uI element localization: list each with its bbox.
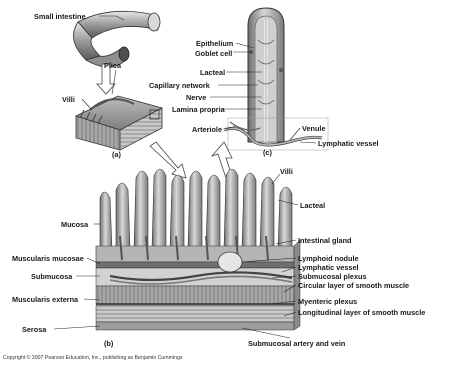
copyright-text: Copyright © 2007 Pearson Education, Inc.… — [3, 355, 182, 361]
label-muscularis-externa: Muscularis externa — [12, 295, 78, 304]
label-muscularis-mucosae: Muscularis mucosae — [12, 254, 84, 263]
label-lamina-propria: Lamina propria — [172, 105, 225, 114]
label-arteriole: Arteriole — [192, 125, 222, 134]
intestinal-wall-block — [96, 169, 300, 330]
label-nerve: Nerve — [186, 93, 206, 102]
label-longitudinal-layer: Longitudinal layer of smooth muscle — [298, 308, 425, 317]
plica-wedge-illustration — [76, 96, 162, 150]
label-submucosal-plexus: Submucosal plexus — [298, 272, 367, 281]
small-intestine-illustration — [74, 11, 161, 67]
label-intestinal-gland: Intestinal gland — [298, 236, 352, 245]
label-capillary-network: Capillary network — [149, 81, 210, 90]
label-circular-layer: Circular layer of smooth muscle — [298, 281, 409, 290]
label-mucosa: Mucosa — [61, 220, 88, 229]
label-panel-a: (a) — [112, 150, 121, 159]
label-venule: Venule — [302, 124, 326, 133]
label-lacteal-c: Lacteal — [200, 68, 225, 77]
label-villi-a: Villi — [62, 95, 75, 104]
villi-row — [100, 169, 292, 250]
label-lacteal-b: Lacteal — [300, 201, 325, 210]
label-lymphoid-nodule: Lymphoid nodule — [298, 254, 359, 263]
label-submucosa: Submucosa — [31, 272, 72, 281]
label-epithelium: Epithelium — [196, 39, 233, 48]
label-goblet-cell: Goblet cell — [195, 49, 232, 58]
label-villi-b: Villi — [280, 167, 293, 176]
label-serosa: Serosa — [22, 325, 46, 334]
label-myenteric-plexus: Myenteric plexus — [298, 297, 357, 306]
label-small-intestine: Small intestine — [34, 12, 86, 21]
lymphoid-nodule-shape — [218, 252, 242, 272]
label-submucosal-artery-vein: Submucosal artery and vein — [248, 339, 345, 348]
label-lymphatic-vessel-c: Lymphatic vessel — [318, 139, 379, 148]
label-panel-c: (c) — [263, 148, 272, 157]
label-plica: Plica — [104, 61, 121, 70]
label-lymphatic-vessel-b: Lymphatic vessel — [298, 263, 359, 272]
label-panel-b: (b) — [104, 339, 113, 348]
